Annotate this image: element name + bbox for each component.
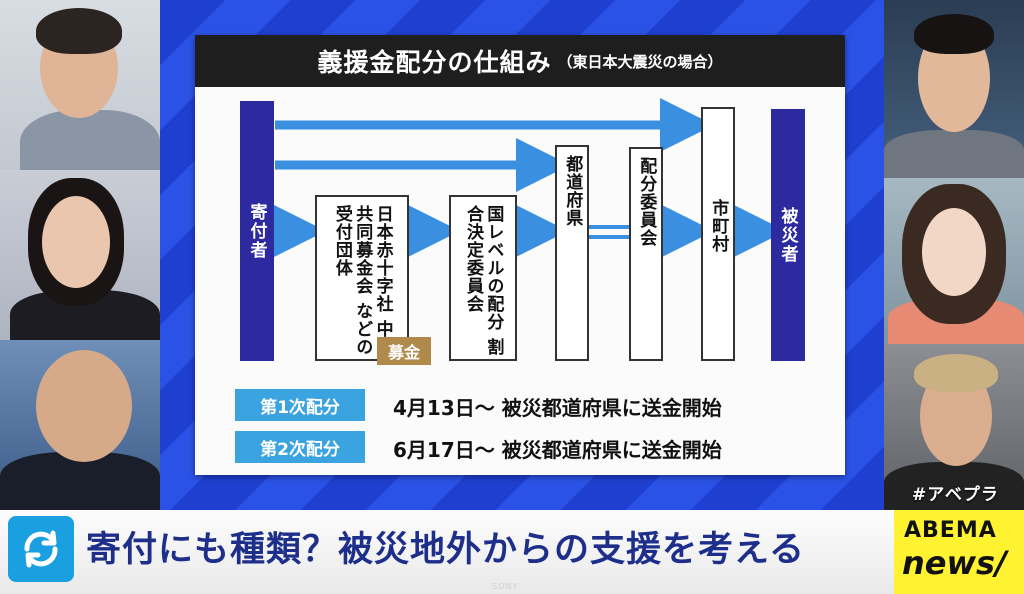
municipality-box: 市町村 [701,107,735,361]
second-distribution-text: 6月17日～ 被災都道府県に送金開始 [393,438,722,462]
panelist-video-left-top [0,0,160,170]
flow-arrows [272,98,786,258]
abema-logo-line2: news/ [902,544,1007,582]
panelist-video-left-bottom [0,340,160,510]
abema-news-logo: ABEMA news/ [894,510,1024,594]
national-committee-box: 国レベルの配分 割合決定委員会 [449,195,517,361]
panelist-video-left-middle [0,170,160,340]
panelist-video-right-bottom [884,344,1024,510]
tv-brand-label: SONY [492,582,519,591]
fundraising-tag: 募金 [377,337,431,365]
second-distribution-label: 第2次配分 [235,431,365,463]
flow-diagram: 寄付者 被災者 日本赤十字社 中央共同募金会 などの受付団体 国レベルの配分 割… [195,87,845,475]
ticker-headline: 寄付にも種類？被災地外からの支援を考える [86,529,805,570]
panelist-video-right-top [884,0,1024,178]
first-distribution-label: 第1次配分 [235,389,365,421]
lower-third-bar [0,510,1024,594]
abema-logo-line1: ABEMA [904,518,997,543]
panelist-video-right-middle [884,178,1024,344]
hashtag-label: #アベプラ [912,485,999,505]
donor-bar: 寄付者 [240,101,274,361]
refresh-icon [8,516,74,582]
board-title: 義援金配分の仕組み [317,48,552,77]
board-title-bar: 義援金配分の仕組み （東日本大震災の場合） [195,35,845,87]
board-subtitle: （東日本大震災の場合） [557,52,723,71]
prefecture-box: 都道府県 [555,145,589,361]
first-distribution-text: 4月13日～ 被災都道府県に送金開始 [393,396,722,420]
receiver-organizations-box: 日本赤十字社 中央共同募金会 などの受付団体 [315,195,409,361]
allocation-committee-box: 配分委員会 [629,147,663,361]
victim-bar: 被災者 [771,109,805,361]
explainer-board: 義援金配分の仕組み （東日本大震災の場合） [195,35,845,475]
